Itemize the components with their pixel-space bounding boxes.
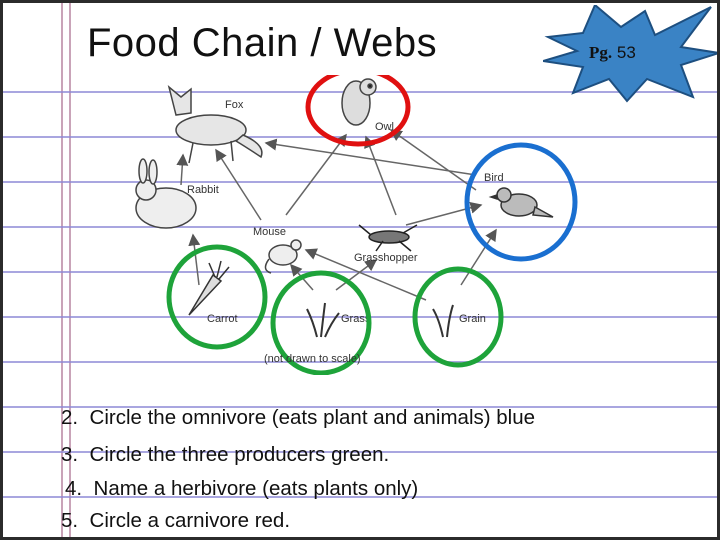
carrot-label: Carrot: [207, 313, 238, 325]
question-5: 5. Circle a carnivore red.: [61, 509, 290, 533]
grass-icon: [306, 302, 340, 338]
bird-icon: [488, 187, 554, 218]
arrow-carrot-rabbit: [188, 233, 201, 286]
ruled-line: [3, 136, 717, 138]
fox-icon: [167, 84, 263, 164]
grass-label: Grass: [341, 313, 371, 325]
blue-circle-bird: [464, 142, 578, 262]
red-circle-owl: [305, 75, 411, 147]
rabbit-label: Rabbit: [187, 184, 219, 196]
arrow-rabbit-fox: [176, 153, 189, 186]
ruled-line: [3, 361, 717, 363]
owl-label: Owl: [375, 121, 394, 133]
grasshopper-icon: [358, 224, 418, 252]
ruled-line: [3, 316, 717, 318]
question-number: 5.: [61, 509, 79, 532]
question-number: 3.: [61, 443, 79, 466]
grain-icon: [432, 304, 454, 338]
page-ref-prefix: Pg.: [589, 43, 613, 62]
arrow-grain-mouse: [304, 248, 427, 301]
arrow-mouse-fox: [215, 148, 262, 221]
question-3: 3. Circle the three producers green.: [61, 443, 389, 467]
arrow-grass-grasshopper: [335, 259, 378, 291]
scale-note: (not drawn to scale): [264, 353, 361, 365]
green-circle-grass: [270, 270, 372, 375]
question-text: Circle the three producers green.: [89, 443, 390, 466]
ruled-line: [3, 406, 717, 408]
question-4: 4. Name a herbivore (eats plants only): [65, 477, 418, 501]
arrow-bird-fox: [264, 138, 477, 176]
arrow-bird-owl: [389, 129, 477, 191]
grain-label: Grain: [459, 313, 486, 325]
green-circle-grain: [412, 266, 504, 368]
rabbit-icon: [135, 158, 197, 229]
ruled-line: [3, 181, 717, 183]
margin-line-right: [69, 3, 71, 537]
food-web-diagram: Fox Owl Rabbit Bird Mouse: [135, 75, 578, 375]
ruled-line: [3, 226, 717, 228]
ruled-line: [3, 496, 717, 498]
starburst-icon: [543, 5, 717, 103]
margin-line-left: [61, 3, 63, 537]
fox-label: Fox: [225, 99, 244, 111]
question-number: 2.: [61, 406, 79, 429]
question-2: 2. Circle the omnivore (eats plant and a…: [61, 406, 535, 430]
grasshopper-label: Grasshopper: [354, 252, 418, 264]
mouse-icon: [264, 239, 302, 274]
bird-label: Bird: [484, 172, 504, 184]
question-text: Name a herbivore (eats plants only): [93, 477, 419, 500]
mouse-label: Mouse: [253, 226, 286, 238]
page-title: Food Chain / Webs: [87, 21, 438, 65]
owl-icon: [341, 78, 377, 126]
arrow-mouse-owl: [285, 133, 347, 216]
page-reference: Pg. 53: [589, 43, 636, 63]
green-circle-carrot: [166, 244, 268, 350]
ruled-line: [3, 451, 717, 453]
question-text: Circle the omnivore (eats plant and anim…: [89, 406, 536, 429]
arrow-grasshopper-owl: [364, 135, 397, 216]
page-ref-number: 53: [616, 43, 636, 62]
question-number: 4.: [65, 477, 83, 500]
carrot-icon: [188, 260, 230, 316]
arrow-grain-bird: [460, 228, 497, 286]
question-text: Circle a carnivore red.: [89, 509, 291, 532]
